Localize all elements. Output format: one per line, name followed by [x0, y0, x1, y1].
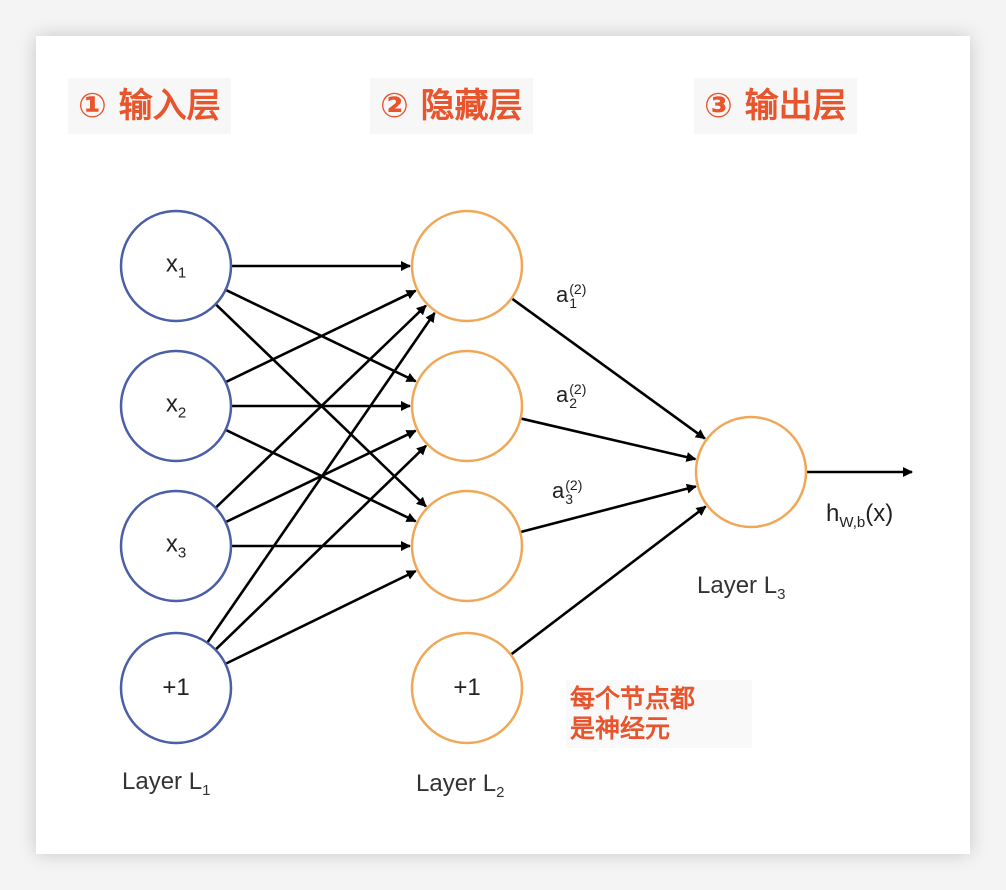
edge-in4-h3 — [224, 569, 417, 666]
output-label: hW,b(x) — [826, 500, 894, 531]
activation-label-a2: a(2)2 — [556, 381, 587, 412]
output-node — [694, 415, 808, 529]
hidden-node-1 — [410, 209, 524, 323]
neuron-note-line2: 是神经元 — [570, 714, 671, 743]
edge-in4-h1 — [206, 312, 436, 644]
hidden-node-4 — [410, 631, 524, 745]
edge-h3-out — [519, 483, 697, 534]
input-node-3 — [119, 489, 233, 603]
edge-in2-h1 — [224, 289, 417, 384]
neuron-note: 每个节点都 是神经元 — [566, 680, 752, 748]
activation-label-a3: a(2)3 — [552, 477, 583, 508]
input-node-label-x2: x2 — [165, 390, 187, 422]
layer-caption-2: Layer L2 — [416, 770, 505, 801]
input-node-1 — [119, 209, 233, 323]
hidden-node-2 — [410, 349, 524, 463]
edge-h2-out — [520, 417, 697, 462]
activation-label-a1: a(2)1 — [556, 281, 587, 312]
input-layer-heading: ① 输入层 — [68, 78, 231, 134]
input-bias-label: +1 — [162, 674, 190, 701]
input-node-4 — [119, 631, 233, 745]
neuron-note-line1: 每个节点都 — [570, 684, 696, 713]
edge-in4-h2 — [214, 444, 427, 651]
connections — [206, 261, 913, 666]
edge-h1-out — [510, 297, 706, 440]
layer-caption-3: Layer L3 — [697, 572, 786, 603]
input-node-label-x1: x1 — [165, 250, 187, 282]
nodes — [119, 209, 808, 745]
edge-h4-out — [509, 505, 707, 656]
output-layer-heading: ③ 输出层 — [694, 78, 857, 134]
hidden-bias-label: +1 — [453, 674, 481, 701]
layer-caption-1: Layer L1 — [122, 768, 211, 799]
edge-in3-h1 — [214, 304, 427, 509]
hidden-layer-heading: ② 隐藏层 — [370, 78, 533, 134]
hidden-node-3 — [410, 489, 524, 603]
input-node-2 — [119, 349, 233, 463]
input-node-label-x3: x3 — [165, 530, 187, 562]
